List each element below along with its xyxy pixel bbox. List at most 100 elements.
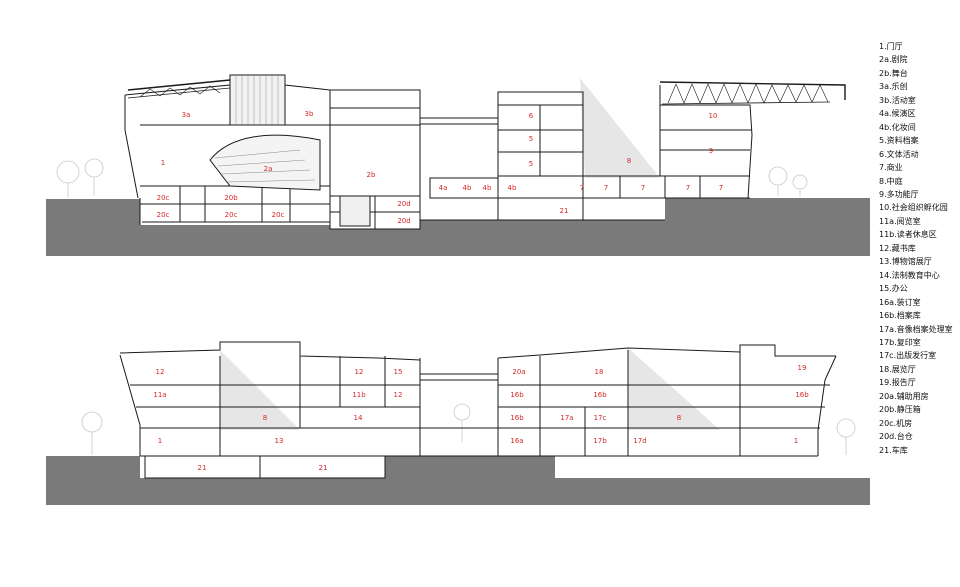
ground-mass-a bbox=[46, 198, 870, 256]
legend-item: 16b.档案库 bbox=[879, 311, 921, 321]
section-a: 3a 3b 20b 1 2a 2b 6 5 5 10 9 8 4a 4b 4b … bbox=[46, 74, 870, 256]
room-label: 21 bbox=[560, 207, 569, 215]
room-label: 12 bbox=[355, 368, 364, 376]
legend-item: 11a.阅览室 bbox=[879, 216, 921, 226]
section-b: 12 12 15 20a 18 19 11a 11b 12 16b 16b 16… bbox=[46, 341, 870, 505]
room-label: 7 bbox=[686, 184, 690, 192]
room-label: 16b bbox=[795, 391, 809, 399]
room-label: 5 bbox=[529, 135, 533, 143]
room-label: 11b bbox=[352, 391, 366, 399]
atrium-shade-b2 bbox=[628, 348, 720, 430]
room-label: 18 bbox=[595, 368, 604, 376]
room-label: 7 bbox=[580, 184, 584, 192]
room-label: 20c bbox=[157, 211, 170, 219]
room-label: 15 bbox=[394, 368, 403, 376]
room-label: 7 bbox=[641, 184, 645, 192]
room-label: 6 bbox=[529, 112, 534, 120]
legend-item: 15.办公 bbox=[879, 284, 908, 294]
legend-item: 17a.音像档案处理室 bbox=[879, 324, 953, 334]
room-legend: 1.门厅 2a.剧院 2b.舞台 3a.乐创 3b.活动室 4a.候演区 4b.化妆间 5.资… bbox=[879, 40, 960, 457]
room-label: 9 bbox=[709, 147, 713, 155]
room-label: 4a bbox=[439, 184, 448, 192]
room-label: 13 bbox=[275, 437, 284, 445]
legend-item: 13.博物馆展厅 bbox=[879, 257, 932, 267]
room-label: 21 bbox=[319, 464, 328, 472]
room-label: 19 bbox=[798, 364, 807, 372]
room-label: 17b bbox=[593, 437, 607, 445]
building-outline-b bbox=[119, 341, 837, 479]
legend-item: 4b.化妆间 bbox=[879, 122, 916, 132]
room-label: 1 bbox=[161, 159, 165, 167]
room-label: 16b bbox=[510, 414, 524, 422]
building-outline-a bbox=[124, 74, 846, 230]
room-label: 5 bbox=[529, 160, 533, 168]
room-label: 7 bbox=[719, 184, 723, 192]
room-label: 2a bbox=[264, 165, 273, 173]
room-label: 11a bbox=[153, 391, 166, 399]
room-label: 10 bbox=[709, 112, 718, 120]
room-label: 8 bbox=[263, 414, 267, 422]
landscape-trees bbox=[81, 403, 856, 455]
legend-item: 18.展览厅 bbox=[879, 364, 916, 374]
room-label: 14 bbox=[354, 414, 363, 422]
room-label: 4b bbox=[508, 184, 517, 192]
room-label: 3a bbox=[182, 111, 191, 119]
room-label: 8 bbox=[627, 157, 631, 165]
room-label: 21 bbox=[198, 464, 207, 472]
room-labels-b: 12 12 15 20a 18 19 11a 11b 12 16b 16b 16… bbox=[153, 364, 809, 472]
legend-item: 20a.辅助用房 bbox=[879, 391, 929, 401]
legend-item: 17b.复印室 bbox=[879, 337, 921, 347]
legend-item: 2b.舞台 bbox=[879, 68, 908, 78]
room-label: 12 bbox=[156, 368, 165, 376]
room-label: 12 bbox=[394, 391, 403, 399]
legend-item: 9.多功能厅 bbox=[879, 189, 919, 199]
room-label: 20b bbox=[224, 194, 238, 202]
legend-item: 3a.乐创 bbox=[879, 82, 908, 92]
room-label: 1 bbox=[794, 437, 798, 445]
room-label: 20a bbox=[512, 368, 525, 376]
room-label: 20d bbox=[397, 217, 410, 225]
room-label: 17d bbox=[633, 437, 646, 445]
legend-item: 4a.候演区 bbox=[879, 109, 916, 119]
room-label: 4b bbox=[463, 184, 472, 192]
room-label: 17a bbox=[560, 414, 573, 422]
room-label: 17c bbox=[594, 414, 607, 422]
room-label: 7 bbox=[604, 184, 608, 192]
room-label: 8 bbox=[677, 414, 681, 422]
legend-item: 20d.台仓 bbox=[879, 432, 913, 442]
room-label: 16b bbox=[593, 391, 607, 399]
legend-item: 14.法制教育中心 bbox=[879, 270, 940, 280]
legend-item: 20b.静压箱 bbox=[879, 405, 921, 415]
landscape-trees bbox=[56, 158, 808, 198]
legend-item: 21.车库 bbox=[879, 445, 908, 455]
legend-item: 10.社会组织孵化园 bbox=[879, 203, 948, 213]
room-label: 20c bbox=[225, 211, 238, 219]
ground-mass-b bbox=[46, 456, 870, 505]
room-labels-a: 3a 3b 20b 1 2a 2b 6 5 5 10 9 8 4a 4b 4b … bbox=[157, 110, 724, 225]
legend-item: 17c.出版发行室 bbox=[879, 351, 937, 361]
room-label: 4b bbox=[483, 184, 492, 192]
atrium-shade-a bbox=[580, 78, 660, 178]
room-label: 3b bbox=[305, 110, 314, 118]
legend-item: 1.门厅 bbox=[879, 42, 903, 51]
atrium-shade-b bbox=[220, 350, 300, 430]
room-label: 20c bbox=[157, 194, 170, 202]
legend-item: 3b.活动室 bbox=[879, 95, 916, 105]
legend-item: 16a.装订室 bbox=[879, 297, 921, 307]
room-label: 1 bbox=[158, 437, 162, 445]
room-label: 2b bbox=[367, 171, 376, 179]
legend-item: 20c.机房 bbox=[879, 418, 913, 428]
room-label: 16a bbox=[510, 437, 523, 445]
room-label: 20c bbox=[272, 211, 285, 219]
room-label: 20d bbox=[397, 200, 410, 208]
legend-item: 6.文体活动 bbox=[879, 149, 919, 159]
legend-item: 5.资料档案 bbox=[879, 136, 919, 146]
room-label: 16b bbox=[510, 391, 524, 399]
legend-item: 7.商业 bbox=[879, 163, 903, 173]
legend-item: 2a.剧院 bbox=[879, 55, 908, 65]
legend-item: 12.藏书库 bbox=[879, 243, 916, 253]
legend-item: 11b.读者休息区 bbox=[879, 230, 937, 240]
legend-item: 19.报告厅 bbox=[879, 378, 916, 388]
legend-item: 8.中庭 bbox=[879, 176, 903, 186]
